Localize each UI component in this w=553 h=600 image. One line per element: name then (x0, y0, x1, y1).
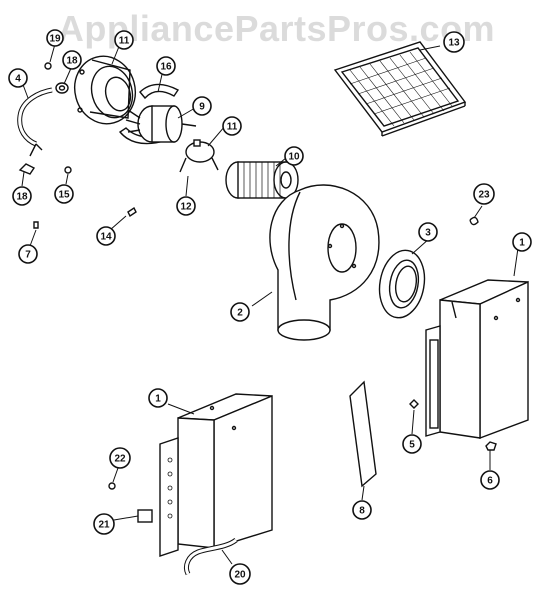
callout-4: 4 (8, 68, 28, 88)
callout-23: 23 (473, 183, 495, 205)
duct-right (425, 279, 529, 440)
callout-16: 16 (156, 56, 176, 76)
grommet-18 (55, 82, 69, 94)
svg-text:18: 18 (66, 56, 78, 67)
inlet-ring (378, 249, 426, 319)
svg-text:20: 20 (234, 570, 246, 581)
svg-text:22: 22 (114, 454, 126, 465)
svg-text:10: 10 (288, 152, 300, 163)
svg-text:11: 11 (227, 122, 238, 133)
callout-8: 8 (352, 500, 372, 520)
svg-text:1: 1 (155, 394, 161, 405)
svg-text:13: 13 (448, 38, 460, 49)
svg-text:12: 12 (180, 202, 192, 213)
callout-2: 2 (230, 302, 250, 322)
svg-text:14: 14 (100, 232, 112, 243)
filter-grille (333, 41, 467, 137)
clamp-ring (179, 139, 219, 173)
screw-15 (64, 166, 72, 174)
callout-18a: 18 (62, 50, 82, 70)
screw-19 (44, 62, 52, 70)
callout-5: 5 (402, 434, 422, 454)
connector-21 (137, 509, 153, 523)
nut-22 (108, 482, 116, 490)
callout-13: 13 (443, 31, 465, 53)
blower-housing (269, 184, 380, 341)
clip-23 (469, 216, 479, 226)
callout-14: 14 (96, 226, 116, 246)
svg-text:23: 23 (478, 190, 490, 201)
harness-20 (183, 537, 238, 576)
callout-1b: 1 (148, 388, 168, 408)
clip-6 (485, 441, 497, 451)
clip-5 (409, 399, 419, 409)
svg-text:15: 15 (58, 190, 70, 201)
screw-14 (127, 206, 137, 218)
callout-11b: 11 (222, 116, 242, 136)
svg-text:3: 3 (425, 228, 431, 239)
svg-text:6: 6 (487, 476, 493, 487)
svg-text:1: 1 (519, 238, 525, 249)
wire-harness (17, 87, 53, 157)
callout-11a: 11 (114, 30, 134, 50)
svg-text:9: 9 (199, 102, 205, 113)
callout-6: 6 (480, 470, 500, 490)
svg-text:21: 21 (98, 520, 110, 531)
callout-21: 21 (93, 513, 115, 535)
callout-10: 10 (284, 146, 304, 166)
svg-text:11: 11 (119, 36, 130, 47)
svg-text:2: 2 (237, 308, 243, 319)
screw-7 (33, 221, 39, 229)
callout-15: 15 (54, 184, 74, 204)
svg-text:4: 4 (15, 74, 21, 85)
svg-text:18: 18 (16, 192, 28, 203)
callout-3: 3 (418, 222, 438, 242)
callout-7: 7 (18, 244, 38, 264)
callout-20: 20 (229, 563, 251, 585)
svg-text:7: 7 (25, 250, 31, 261)
blower-motor (125, 105, 197, 143)
svg-text:16: 16 (160, 62, 172, 73)
grommet-18b (18, 163, 36, 175)
callout-1a: 1 (512, 232, 532, 252)
svg-text:19: 19 (49, 34, 61, 45)
duct-left (159, 393, 273, 557)
motor-mount-plate (74, 55, 136, 125)
callout-9: 9 (192, 96, 212, 116)
callout-12: 12 (176, 196, 196, 216)
svg-text:8: 8 (359, 506, 365, 517)
callout-22: 22 (109, 447, 131, 469)
callout-19: 19 (46, 29, 64, 47)
svg-text:5: 5 (409, 440, 415, 451)
cover-panel (349, 380, 377, 488)
blower-wheel (225, 161, 299, 199)
callout-18b: 18 (12, 186, 32, 206)
